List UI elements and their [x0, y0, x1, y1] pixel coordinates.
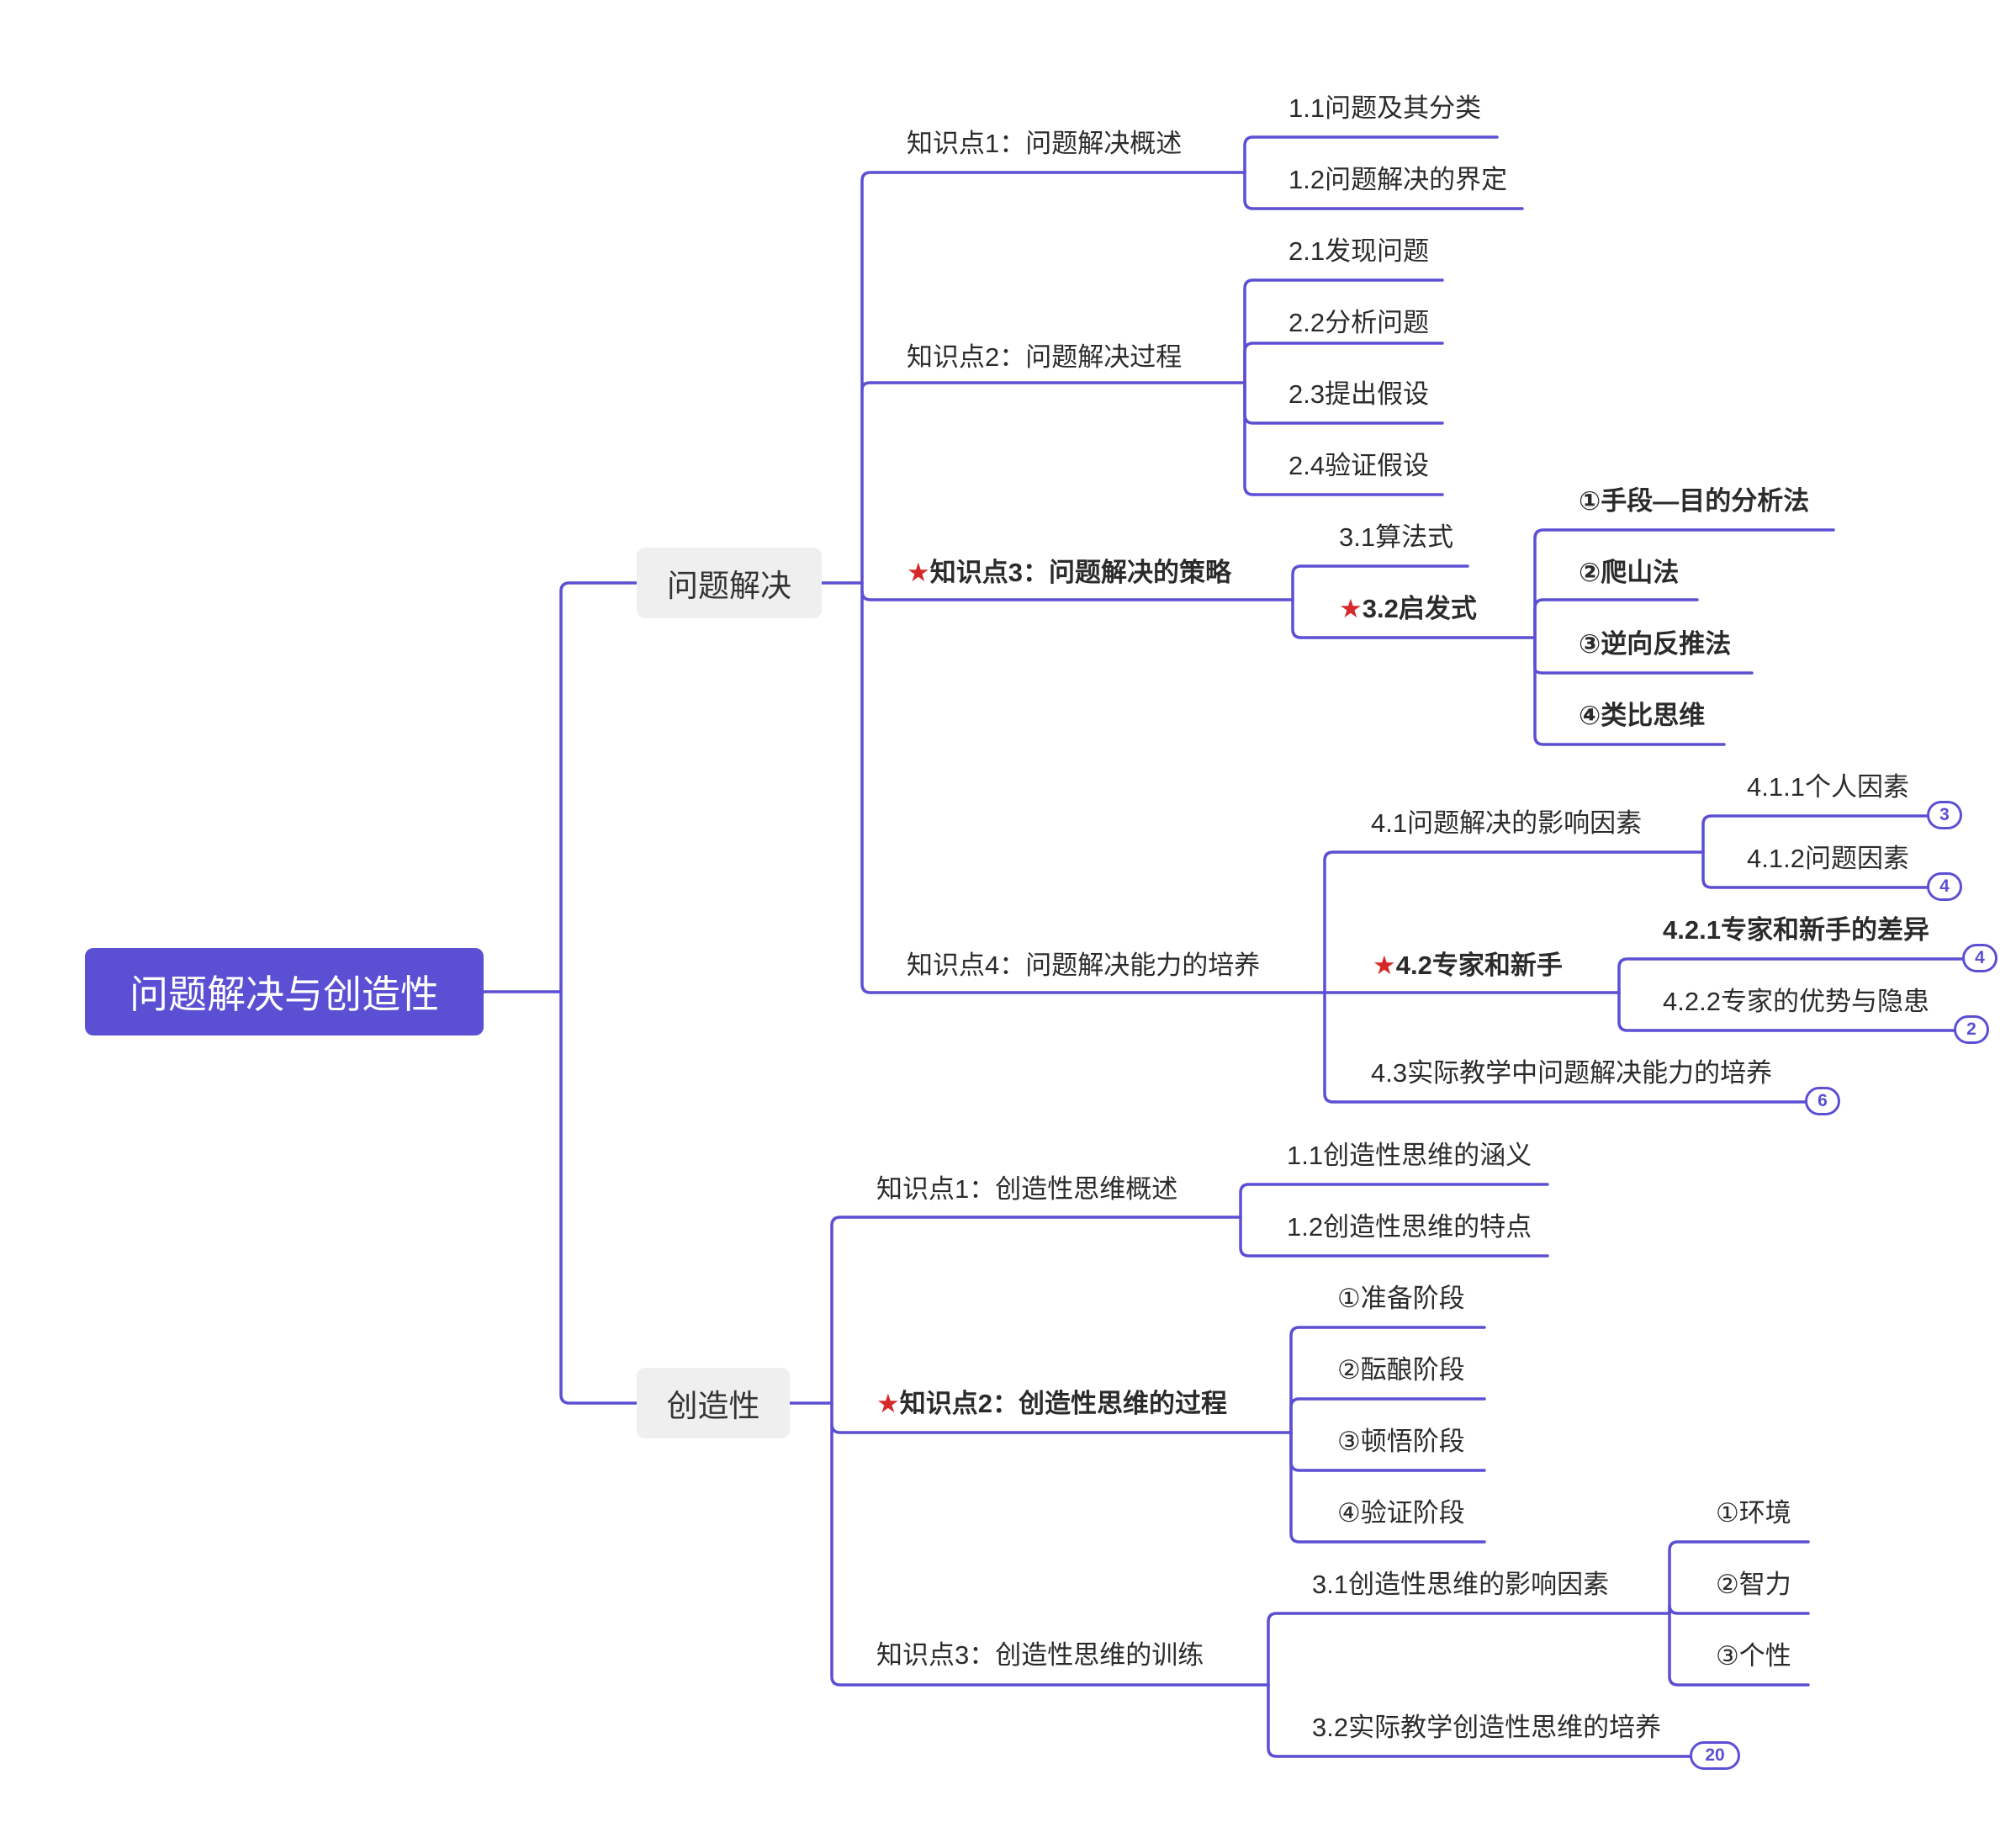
connector: [830, 1422, 1293, 1434]
hidden-children-count-badge[interactable]: 4: [1927, 872, 1962, 901]
branch-creativity[interactable]: 创造性: [637, 1368, 790, 1438]
connector: [1668, 1540, 1810, 1615]
topic-b2-k1[interactable]: 知识点1：创造性思维概述: [876, 1174, 1178, 1204]
connector: [1243, 171, 1524, 210]
connector: [830, 1401, 1270, 1687]
topic-b1-k4-c1[interactable]: 4.1问题解决的影响因素: [1371, 808, 1643, 838]
connector: [860, 171, 1246, 585]
topic-b1-k4-c2b[interactable]: 4.2.2专家的优势与隐患: [1663, 987, 1929, 1016]
connector: [1267, 1612, 1671, 1687]
hidden-children-count-badge[interactable]: 20: [1690, 1741, 1740, 1770]
topic-b2-k3-c1[interactable]: 3.1创造性思维的影响因素: [1312, 1570, 1610, 1599]
topic-b1-k4-c1a[interactable]: 4.1.1个人因素: [1747, 772, 1909, 802]
topic-b1-k4-c1b[interactable]: 4.1.2问题因素: [1747, 844, 1909, 873]
branch-problem-solving[interactable]: 问题解决: [637, 548, 822, 618]
connector: [1533, 598, 1699, 639]
star-icon: ★: [876, 1389, 900, 1418]
topic-b2-k3-c1c[interactable]: ③个性: [1716, 1641, 1791, 1671]
root-topic[interactable]: 问题解决与创造性: [85, 948, 484, 1035]
topic-b1-k4-c3[interactable]: 4.3实际教学中问题解决能力的培养: [1371, 1058, 1773, 1088]
topic-b2-k2[interactable]: ★知识点2：创造性思维的过程: [876, 1390, 1227, 1417]
connector: [1267, 1683, 1702, 1758]
topic-b2-k2-c2[interactable]: ②酝酿阶段: [1337, 1355, 1465, 1385]
hidden-children-count-badge[interactable]: 6: [1805, 1087, 1840, 1115]
topic-b1-k4[interactable]: 知识点4：问题解决能力的培养: [907, 951, 1261, 980]
topic-b2-k2-c3[interactable]: ③顿悟阶段: [1337, 1427, 1465, 1456]
connector: [1668, 1612, 1810, 1687]
connector: [860, 590, 1294, 601]
topic-b1-k1-c1[interactable]: 1.1问题及其分类: [1288, 93, 1482, 123]
connector: [1243, 278, 1444, 384]
connector: [1239, 1216, 1549, 1258]
topic-b1-k2-c2[interactable]: 2.2分析问题: [1288, 308, 1430, 337]
topic-b2-k2-c1[interactable]: ①准备阶段: [1337, 1284, 1465, 1313]
connector: [1289, 1326, 1486, 1434]
star-icon: ★: [1373, 951, 1396, 980]
connector: [1243, 135, 1499, 174]
topic-b1-k3-label: 知识点3：问题解决的策略: [929, 558, 1232, 587]
topic-b2-k3-c1b[interactable]: ②智力: [1716, 1570, 1791, 1599]
star-icon: ★: [1339, 594, 1363, 623]
connector: [1289, 1431, 1486, 1544]
topic-b1-k4-c2[interactable]: ★4.2专家和新手: [1373, 952, 1563, 978]
connector: [1243, 342, 1444, 384]
connector: [1617, 957, 1966, 994]
topic-b2-k2-c4[interactable]: ④验证阶段: [1337, 1498, 1465, 1528]
topic-b1-k2[interactable]: 知识点2：问题解决过程: [907, 342, 1183, 372]
topic-b1-k2-c4[interactable]: 2.4验证假设: [1288, 451, 1430, 480]
connector: [1243, 381, 1444, 496]
topic-b1-k3-g4[interactable]: ④类比思维: [1579, 701, 1706, 730]
connector: [559, 581, 638, 993]
topic-b2-k3[interactable]: 知识点3：创造性思维的训练: [876, 1640, 1204, 1670]
topic-b1-k4-c2a[interactable]: 4.2.1专家和新手的差异: [1663, 915, 1929, 945]
connector: [1668, 1604, 1810, 1615]
topic-b1-k3-g2[interactable]: ②爬山法: [1579, 558, 1680, 587]
hidden-children-count-badge[interactable]: 3: [1927, 801, 1962, 829]
hidden-children-count-badge[interactable]: 2: [1954, 1015, 1989, 1044]
topic-b1-k3-c2[interactable]: ★3.2启发式: [1339, 596, 1477, 622]
connector: [1617, 991, 1957, 1032]
topic-b1-k1-c2[interactable]: 1.2问题解决的界定: [1288, 165, 1508, 194]
connector: [1289, 1397, 1486, 1434]
connector: [860, 581, 1326, 994]
connector: [1533, 636, 1726, 746]
star-icon: ★: [907, 558, 930, 587]
hidden-children-count-badge[interactable]: 4: [1962, 944, 1997, 972]
connector: [1533, 528, 1835, 639]
topic-b1-k1[interactable]: 知识点1：问题解决概述: [907, 129, 1183, 158]
topic-b2-k1-c1[interactable]: 1.1创造性思维的涵义: [1287, 1141, 1532, 1170]
topic-b1-k3-c2-label: 3.2启发式: [1362, 594, 1477, 623]
topic-b1-k3-g3[interactable]: ③逆向反推法: [1579, 629, 1732, 659]
connector: [1239, 1183, 1549, 1219]
topic-b2-k1-c2[interactable]: 1.2创造性思维的特点: [1287, 1212, 1532, 1242]
topic-b1-k2-c3[interactable]: 2.3提出假设: [1288, 379, 1430, 409]
topic-b1-k4-c2-label: 4.2专家和新手: [1395, 951, 1563, 980]
topic-b2-k3-c1a[interactable]: ①环境: [1716, 1498, 1791, 1528]
connector: [1323, 850, 1705, 994]
topic-b1-k3[interactable]: ★知识点3：问题解决的策略: [907, 559, 1231, 585]
connector: [860, 381, 1246, 391]
topic-b2-k3-c2[interactable]: 3.2实际教学创造性思维的培养: [1312, 1713, 1662, 1742]
connector: [1291, 598, 1537, 639]
connector: [1701, 850, 1951, 889]
connector: [1323, 991, 1810, 1104]
connector: [559, 990, 638, 1405]
connector: [1291, 564, 1469, 601]
topic-b1-k2-c1[interactable]: 2.1发现问题: [1288, 236, 1430, 266]
connector: [830, 1216, 1242, 1405]
topic-b2-k2-label: 知识点2：创造性思维的过程: [899, 1389, 1228, 1418]
topic-b1-k3-c1[interactable]: 3.1算法式: [1339, 522, 1454, 552]
topic-b1-k3-g1[interactable]: ①手段—目的分析法: [1579, 486, 1810, 516]
connector: [1701, 814, 1932, 854]
